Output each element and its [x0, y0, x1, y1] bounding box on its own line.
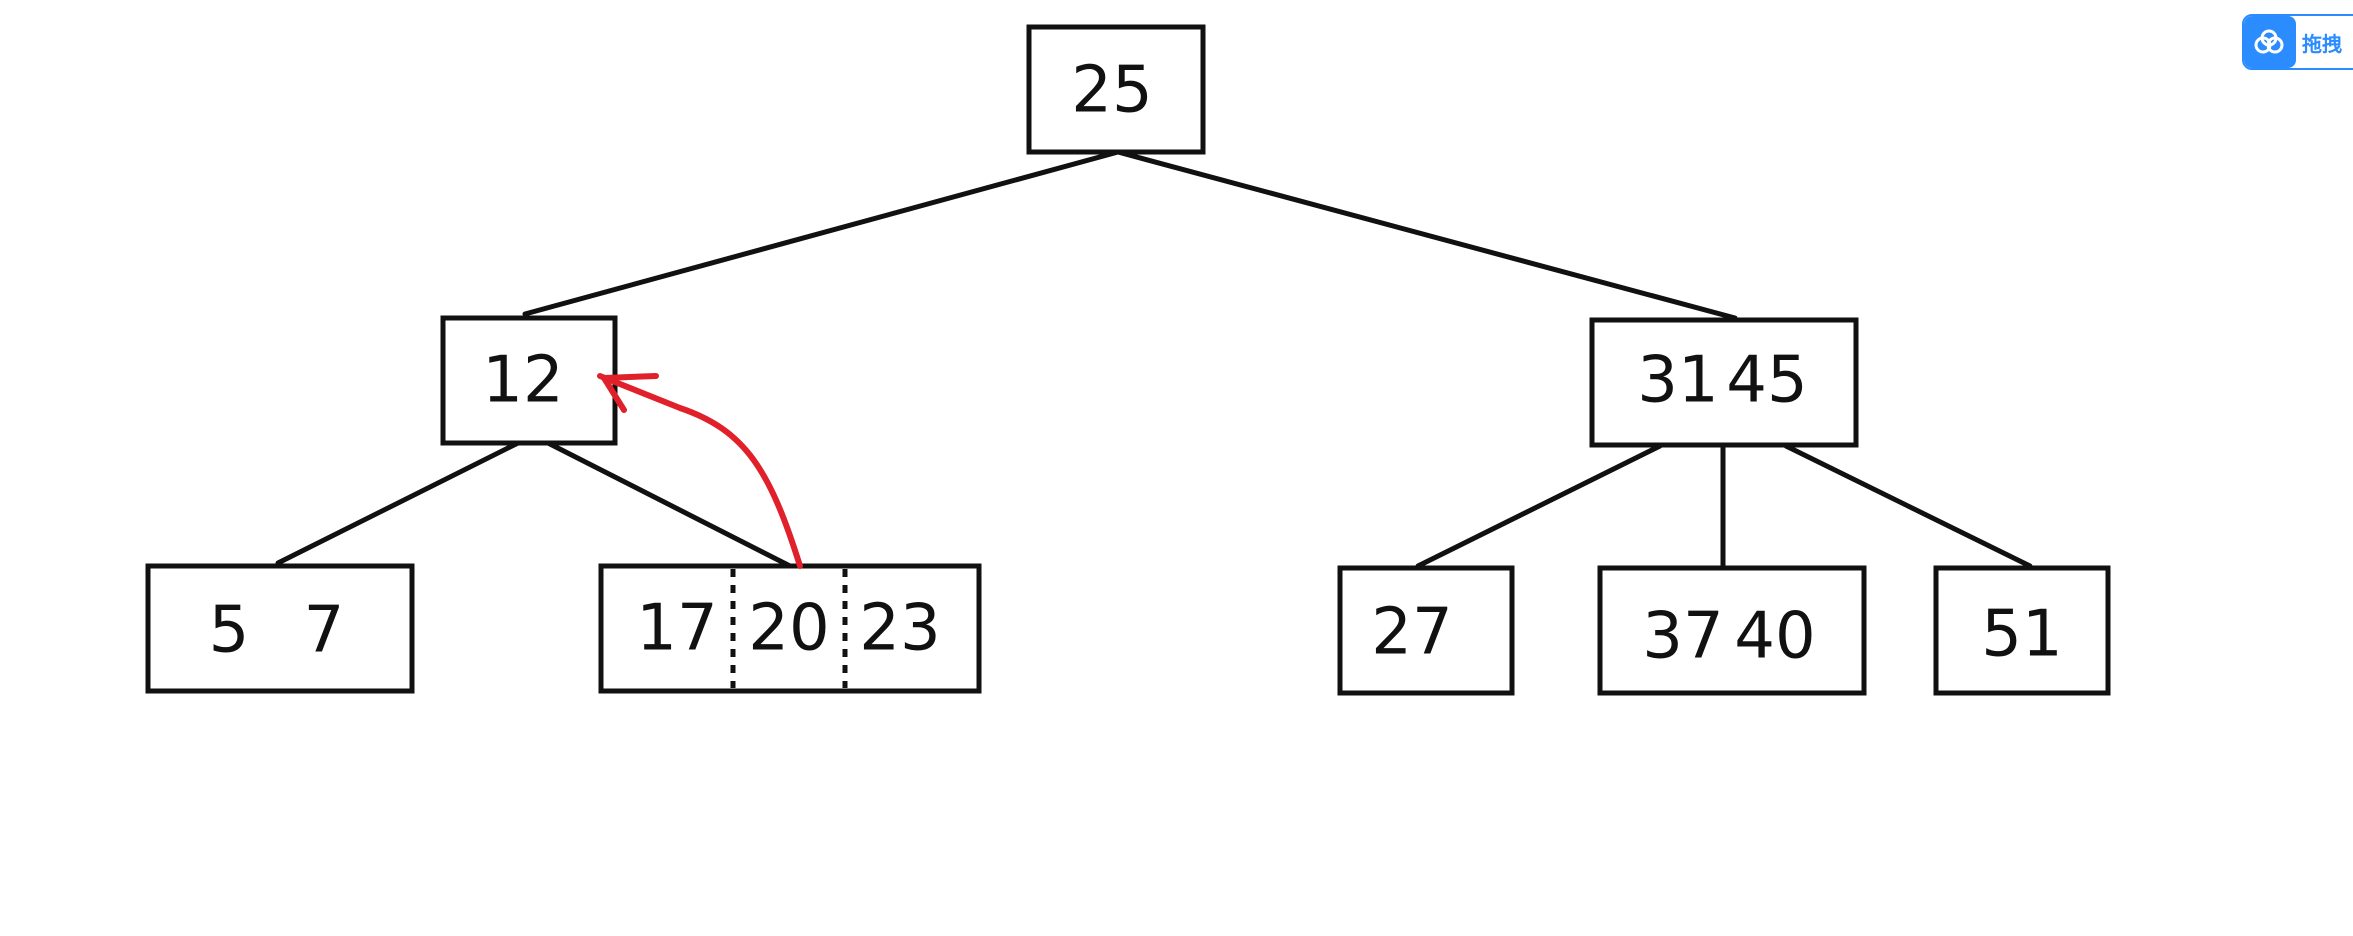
node-key: 27 — [1371, 596, 1452, 670]
node-root: 25 — [1026, 24, 1206, 155]
edge-12-to-5-7 — [275, 440, 521, 566]
edge-12-to-17-20-23 — [545, 440, 793, 569]
node-5-7: 5 7 — [145, 563, 415, 694]
node-key: 12 — [482, 344, 563, 418]
edge-root-to-31-45 — [1115, 149, 1738, 321]
node-27: 27 — [1337, 565, 1515, 696]
edge-31-45-to-27 — [1415, 443, 1663, 569]
edge-root-to-12 — [522, 149, 1121, 317]
node-key: 31 — [1637, 344, 1718, 418]
node-17-20-23: 17 20 23 — [598, 563, 982, 694]
node-key: 5 — [209, 594, 250, 668]
node-51: 51 — [1933, 565, 2111, 696]
drag-upload-label: 拖拽 — [2302, 31, 2342, 56]
node-31-45: 31 45 — [1589, 317, 1859, 448]
node-key-promoted: 20 — [748, 592, 829, 666]
node-key: 40 — [1734, 600, 1815, 674]
node-key: 17 — [636, 592, 717, 666]
drag-upload-widget[interactable]: 拖拽 — [2242, 14, 2353, 70]
node-key: 7 — [304, 594, 345, 668]
node-key: 25 — [1071, 54, 1152, 128]
promotion-arrow-curve — [597, 373, 803, 569]
node-12: 12 — [440, 315, 618, 446]
node-key: 37 — [1642, 600, 1723, 674]
node-key: 23 — [859, 592, 940, 666]
promotion-arrow — [597, 373, 803, 569]
node-37-40: 37 40 — [1597, 565, 1867, 696]
node-key: 51 — [1981, 598, 2062, 672]
cloud-icon — [2244, 16, 2296, 68]
promotion-arrow-head — [601, 373, 659, 413]
node-key: 45 — [1726, 344, 1807, 418]
edge-31-45-to-51 — [1783, 443, 2033, 569]
